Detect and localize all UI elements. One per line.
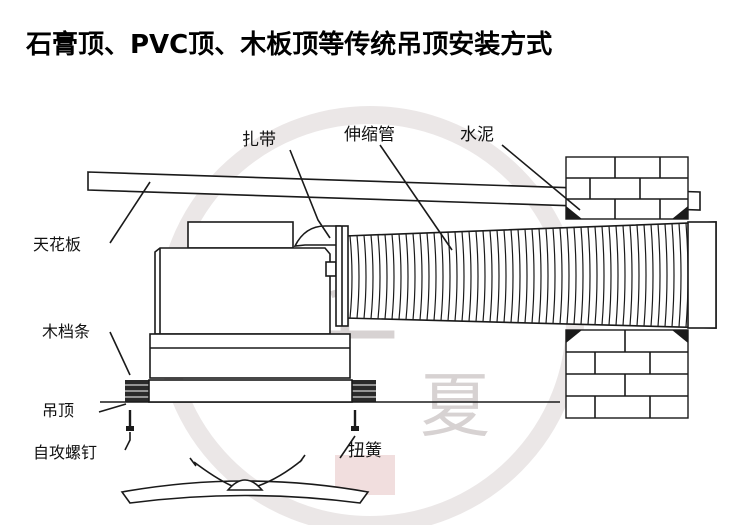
duct-rib bbox=[664, 223, 668, 327]
duct-rib bbox=[622, 225, 626, 326]
duct-rib bbox=[377, 234, 381, 319]
duct-rib bbox=[657, 224, 661, 327]
duct-rib bbox=[433, 232, 437, 321]
duct-rib bbox=[510, 229, 514, 323]
flex-duct bbox=[344, 221, 717, 329]
brick-wall-upper bbox=[565, 156, 689, 220]
duct-rib bbox=[349, 235, 353, 319]
duct-rib bbox=[475, 231, 479, 322]
duct-rib bbox=[531, 228, 535, 324]
duct-rib bbox=[496, 230, 500, 323]
flex-duct-ribs bbox=[349, 223, 689, 328]
screws bbox=[126, 410, 359, 431]
label-flex-pipe: 伸缩管 bbox=[344, 125, 395, 145]
duct-rib bbox=[468, 231, 472, 322]
leader-lines bbox=[98, 144, 581, 459]
duct-rib bbox=[615, 225, 619, 326]
duct-rib bbox=[503, 229, 507, 323]
duct-rib bbox=[447, 232, 451, 321]
duct-rib bbox=[671, 223, 675, 327]
duct-rib bbox=[482, 230, 486, 322]
duct-rib bbox=[636, 224, 640, 326]
duct-rib bbox=[587, 226, 591, 325]
duct-rib bbox=[356, 235, 360, 319]
duct-rib bbox=[419, 233, 423, 321]
ceiling-board bbox=[87, 171, 701, 211]
label-suspended-ceiling: 吊顶 bbox=[42, 401, 74, 420]
duct-rib bbox=[538, 228, 542, 324]
duct-rib bbox=[650, 224, 654, 327]
duct-rib bbox=[440, 232, 444, 321]
duct-rib bbox=[629, 225, 633, 326]
duct-rib bbox=[643, 224, 647, 327]
label-ceiling-board: 天花板 bbox=[33, 235, 81, 254]
grille-panel bbox=[120, 454, 370, 504]
duct-rib bbox=[363, 235, 367, 319]
duct-rib bbox=[559, 227, 563, 324]
label-self-tapping-screw: 自攻螺钉 bbox=[33, 443, 97, 462]
label-cement: 水泥 bbox=[460, 125, 494, 145]
duct-rib bbox=[461, 231, 465, 322]
duct-rib bbox=[412, 233, 416, 320]
duct-rib bbox=[594, 226, 598, 325]
duct-rib bbox=[566, 227, 570, 325]
duct-rib bbox=[608, 225, 612, 326]
label-wood-strip: 木档条 bbox=[42, 322, 90, 341]
duct-rib bbox=[398, 233, 402, 320]
fan-housing bbox=[149, 221, 351, 379]
duct-rib bbox=[580, 227, 584, 325]
duct-rib bbox=[552, 228, 556, 324]
brick-wall-lower bbox=[565, 329, 689, 419]
duct-rib bbox=[489, 230, 493, 322]
duct-rib bbox=[573, 227, 577, 325]
page-title: 石膏顶、PVC顶、木板顶等传统吊顶安装方式 bbox=[26, 30, 553, 60]
duct-rib bbox=[454, 231, 458, 322]
duct-rib bbox=[426, 232, 430, 321]
duct-rib bbox=[545, 228, 549, 324]
label-cable-tie: 扎带 bbox=[242, 130, 276, 150]
label-torsion-spring: 扭簧 bbox=[348, 441, 382, 461]
watermark-char-2: 夏 bbox=[420, 365, 490, 447]
duct-rib bbox=[524, 229, 528, 323]
duct-rib bbox=[405, 233, 409, 320]
duct-rib bbox=[384, 234, 388, 320]
suspended-ceiling-line bbox=[100, 379, 560, 403]
duct-rib bbox=[601, 226, 605, 325]
duct-rib bbox=[517, 229, 521, 323]
wood-strips bbox=[125, 380, 376, 402]
duct-rib bbox=[391, 234, 395, 320]
duct-rib bbox=[370, 234, 374, 319]
duct-rib bbox=[678, 223, 682, 328]
